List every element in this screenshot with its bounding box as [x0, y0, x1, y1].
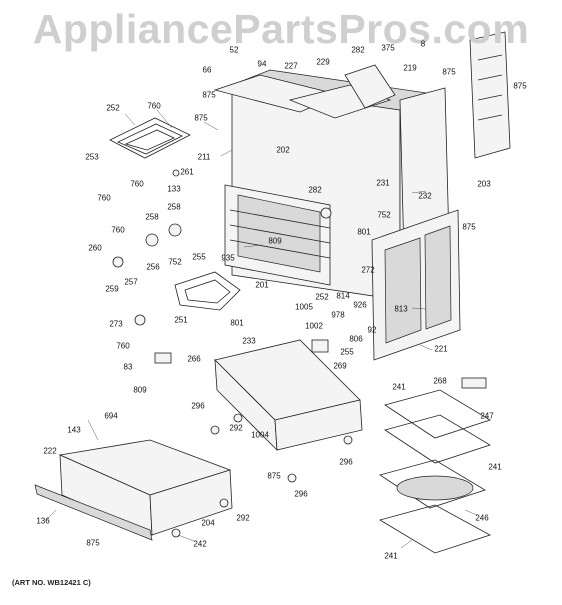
- part-number-label: 272: [361, 265, 375, 275]
- part-number-label: 926: [353, 300, 367, 310]
- part-number-label: 136: [36, 516, 50, 526]
- part-number-label: 296: [191, 401, 205, 411]
- part-number-label: 242: [193, 539, 207, 549]
- part-number-label: 222: [43, 446, 57, 456]
- part-number-label: 269: [333, 361, 347, 371]
- part-number-label: 92: [367, 325, 377, 335]
- part-number-label: 875: [462, 222, 476, 232]
- part-number-label: 201: [255, 280, 269, 290]
- art-number: (ART NO. WB12421 C): [12, 578, 91, 587]
- part-number-label: 1002: [305, 321, 323, 331]
- part-number-label: 255: [192, 252, 206, 262]
- top-panel: [213, 64, 396, 119]
- part-number-label: 258: [145, 212, 159, 222]
- part-number-label: 260: [88, 243, 102, 253]
- base-assembly: [214, 339, 363, 452]
- part-number-label: 133: [167, 184, 181, 194]
- leader-lines: [45, 109, 478, 549]
- part-number-label: 760: [97, 193, 111, 203]
- broil-element: [109, 117, 191, 159]
- part-number-label: 760: [116, 341, 130, 351]
- part-number-label: 143: [67, 425, 81, 435]
- part-number-label: 296: [294, 489, 308, 499]
- part-number-label: 52: [229, 45, 239, 55]
- part-number-label: 8: [420, 39, 426, 49]
- part-number-label: 233: [242, 336, 256, 346]
- part-number-label: 204: [201, 518, 215, 528]
- part-number-label: 253: [85, 152, 99, 162]
- part-number-label: 227: [284, 61, 298, 71]
- part-number-label: 219: [403, 63, 417, 73]
- part-number-label: 94: [257, 59, 267, 69]
- part-number-label: 694: [104, 411, 118, 421]
- part-number-label: 296: [339, 457, 353, 467]
- part-number-label: 809: [133, 385, 147, 395]
- part-number-label: 978: [331, 310, 345, 320]
- part-number-label: 252: [106, 103, 120, 113]
- part-number-label: 801: [230, 318, 244, 328]
- part-number-label: 241: [488, 462, 502, 472]
- part-number-label: 203: [477, 179, 491, 189]
- part-number-label: 231: [376, 178, 390, 188]
- part-number-label: 202: [276, 145, 290, 155]
- storage-drawer: [34, 439, 233, 541]
- part-number-label: 282: [308, 185, 322, 195]
- oven-racks: [378, 389, 492, 554]
- part-number-label: 875: [86, 538, 100, 548]
- part-number-label: 814: [336, 291, 350, 301]
- part-number-label: 247: [480, 411, 494, 421]
- watermark: AppliancePartsPros.com: [32, 6, 530, 52]
- part-number-label: 760: [111, 225, 125, 235]
- part-number-label: 83: [123, 362, 133, 372]
- part-number-label: 66: [202, 65, 212, 75]
- part-number-label: 255: [340, 347, 354, 357]
- part-number-label: 241: [384, 551, 398, 561]
- small-parts: [112, 169, 487, 538]
- part-number-label: 241: [392, 382, 406, 392]
- part-number-label: 760: [130, 179, 144, 189]
- oven-door: [371, 209, 461, 361]
- part-number-label: 375: [381, 43, 395, 53]
- part-number-label: 292: [236, 513, 250, 523]
- bake-element: [174, 271, 241, 311]
- part-number-label: 809: [268, 236, 282, 246]
- part-number-label: 760: [147, 101, 161, 111]
- part-number-label: 258: [167, 202, 181, 212]
- part-number-label: 1004: [251, 430, 269, 440]
- part-number-label: 875: [267, 471, 281, 481]
- part-number-label: 875: [442, 67, 456, 77]
- part-number-label: 221: [434, 344, 448, 354]
- part-number-label: 752: [168, 257, 182, 267]
- part-number-label: 266: [187, 354, 201, 364]
- part-number-label: 261: [180, 167, 194, 177]
- part-number-label: 801: [357, 227, 371, 237]
- part-number-label: 256: [146, 262, 160, 272]
- part-number-label: 806: [349, 334, 363, 344]
- part-number-label: 875: [513, 81, 527, 91]
- part-number-label: 257: [124, 277, 138, 287]
- part-number-label: 875: [194, 113, 208, 123]
- part-number-label: 813: [394, 304, 408, 314]
- part-number-label: 246: [475, 513, 489, 523]
- part-number-label: 252: [315, 292, 329, 302]
- part-number-label: 268: [433, 376, 447, 386]
- part-number-label: 211: [197, 152, 211, 162]
- part-number-label: 259: [105, 284, 119, 294]
- part-number-label: 875: [202, 90, 216, 100]
- rear-panel: [469, 31, 511, 159]
- part-number-label: 251: [174, 315, 188, 325]
- part-number-label: 1005: [295, 302, 313, 312]
- part-number-label: 273: [109, 319, 123, 329]
- part-number-label: 292: [229, 423, 243, 433]
- part-number-label: 282: [351, 45, 365, 55]
- part-number-label: 752: [377, 210, 391, 220]
- part-number-label: 935: [221, 253, 235, 263]
- part-number-label: 232: [418, 191, 432, 201]
- part-number-label: 229: [316, 57, 330, 67]
